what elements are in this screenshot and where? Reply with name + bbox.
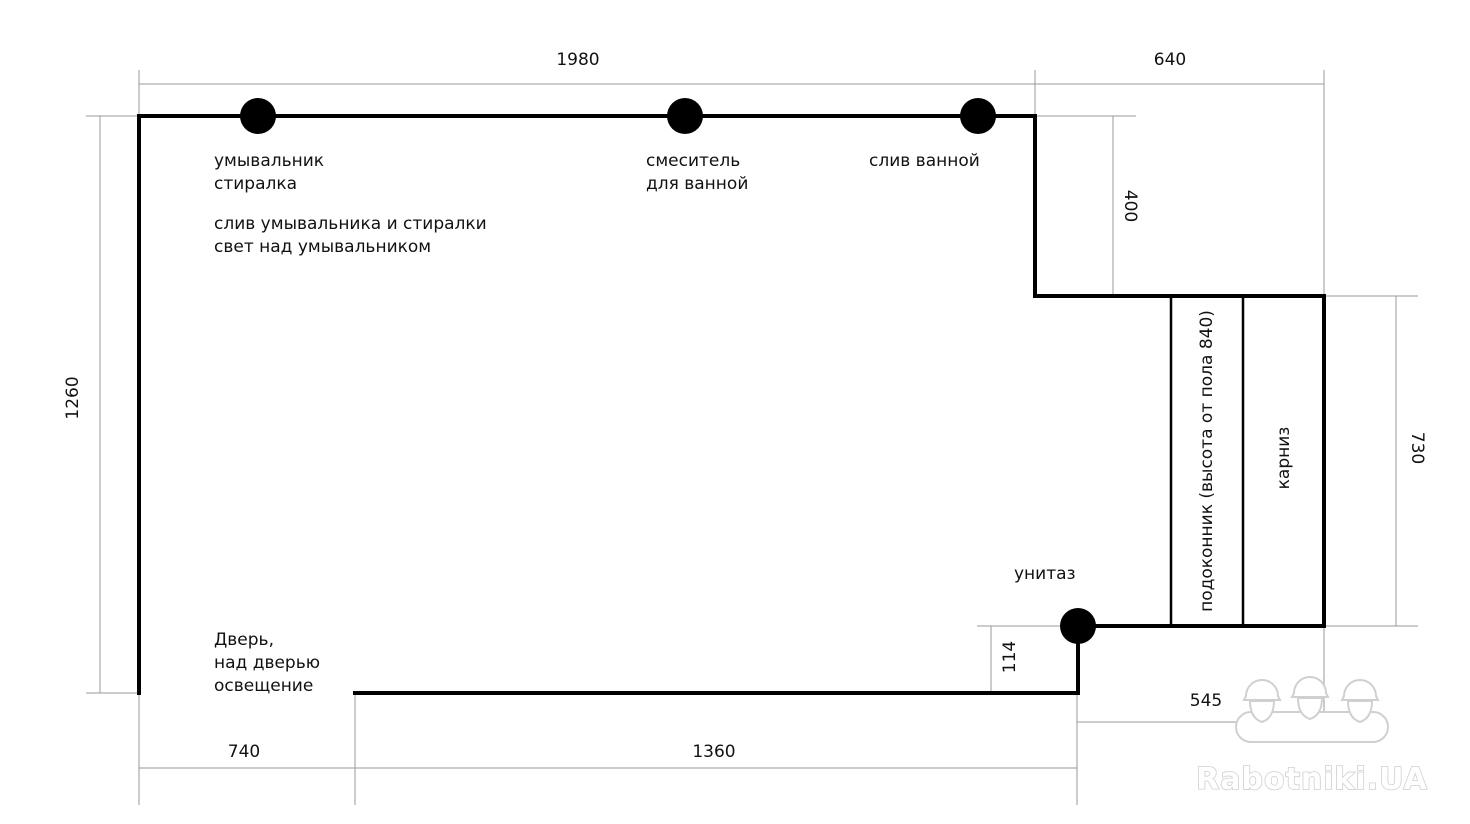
label-windowsill: подоконник (высота от пола 840): [1197, 310, 1217, 612]
label-washer: стиралка: [214, 174, 297, 194]
dim-door-width: 740: [228, 742, 260, 762]
walls: [137, 114, 1326, 695]
toilet-point-marker: [1060, 608, 1096, 644]
dim-bottom-wall: 1360: [692, 742, 735, 762]
dim-top-left: 1980: [556, 50, 599, 70]
plan-labels: умывальник стиралка слив умывальника и с…: [214, 151, 1294, 696]
label-sink-drain: слив умывальника и стиралки: [214, 214, 487, 234]
label-sink-light: свет над умывальником: [214, 237, 431, 257]
dim-top-right: 640: [1154, 50, 1186, 70]
dimension-lines: [86, 70, 1418, 805]
label-door-above: над дверью: [214, 653, 320, 673]
watermark: Rabotniki.UA: [1195, 676, 1428, 798]
three-workers-helmet-icon: [1235, 676, 1389, 743]
mixer-point-marker: [667, 98, 703, 134]
watermark-text: Rabotniki.UA: [1196, 762, 1428, 797]
bath-drain-point-marker: [960, 98, 996, 134]
dim-window-height: 730: [1407, 432, 1427, 464]
dim-toilet-offset: 114: [1000, 641, 1020, 673]
main-wall-outline: [137, 114, 1326, 695]
point-markers: [240, 98, 1096, 644]
label-cornice: карниз: [1274, 427, 1294, 490]
sink-point-marker: [240, 98, 276, 134]
label-mixer-bath: для ванной: [646, 174, 748, 194]
label-mixer: смеситель: [646, 151, 740, 171]
label-toilet: унитаз: [1014, 564, 1076, 584]
dim-left-height: 1260: [63, 376, 83, 419]
label-door: Дверь,: [214, 630, 274, 650]
dimension-values: 1980 640 1260 400 730 114 545 740 1360: [63, 50, 1427, 762]
label-bath-drain: слив ванной: [869, 151, 980, 171]
dim-step-depth: 400: [1120, 190, 1140, 222]
label-sink: умывальник: [214, 151, 324, 171]
label-door-light: освещение: [214, 676, 313, 696]
dim-right-bottom: 545: [1190, 691, 1222, 711]
